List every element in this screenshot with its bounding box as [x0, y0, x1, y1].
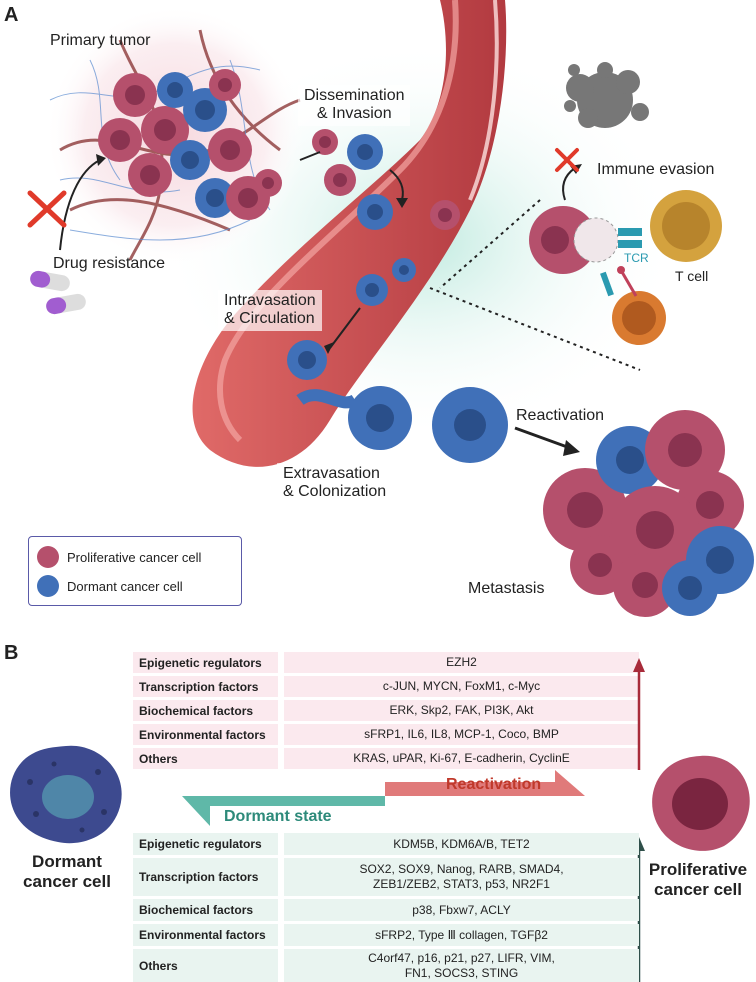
proliferative-cell-label: Proliferative cancer cell	[640, 860, 756, 899]
blood-vessel	[192, 0, 507, 467]
label-extravasation-line1: Extravasation	[283, 465, 380, 482]
row-factors: c-JUN, MYCN, FoxM1, c-Myc	[284, 676, 639, 697]
reactivation-arrow-label: Reactivation	[446, 776, 542, 793]
dormant-row: Environmental factors sFRP2, Type Ⅲ coll…	[133, 924, 639, 946]
legend-proliferative-icon	[37, 546, 59, 568]
label-dissemination-line1: Dissemination	[304, 87, 405, 104]
label-immune-evasion: Immune evasion	[597, 161, 715, 178]
row-factors: sFRP2, Type Ⅲ collagen, TGFβ2	[284, 924, 639, 946]
reactivation-arrow	[385, 770, 585, 796]
label-primary-tumor: Primary tumor	[50, 32, 151, 49]
row-factors-line2: FN1, SOCS3, STING	[404, 965, 519, 980]
disseminating-cells	[287, 129, 460, 380]
legend-proliferative-label: Proliferative cancer cell	[67, 550, 202, 565]
row-factors: EZH2	[284, 652, 639, 673]
label-t-cell: T cell	[675, 268, 709, 284]
row-factors-line2: ZEB1/ZEB2, STAT3, p53, NR2F1	[373, 877, 550, 891]
legend: Proliferative cancer cell Dormant cancer…	[28, 536, 242, 606]
row-category: Transcription factors	[133, 676, 278, 697]
reactivation-row: Environmental factors sFRP1, IL6, IL8, M…	[133, 724, 639, 745]
dormant-cell-label: Dormant cancer cell	[12, 852, 122, 891]
reactivation-row: Transcription factors c-JUN, MYCN, FoxM1…	[133, 676, 639, 697]
label-dissemination: Dissemination & Invasion	[298, 85, 411, 126]
state-arrows	[182, 770, 585, 826]
panel-a-letter: A	[4, 4, 19, 26]
zoom-line-top	[439, 199, 541, 289]
label-intravasation: Intravasation & Circulation	[218, 290, 322, 331]
up-arrow-reactivation	[633, 658, 645, 770]
dormant-arrow	[182, 796, 385, 826]
row-category: Environmental factors	[133, 924, 278, 946]
proliferative-cancer-cell-icon	[652, 755, 750, 851]
label-intravasation-line2: & Circulation	[224, 310, 315, 328]
row-factors: SOX2, SOX9, Nanog, RARB, SMAD4, ZEB1/ZEB…	[284, 858, 639, 896]
row-category: Epigenetic regulators	[133, 833, 278, 855]
reactivation-row: Biochemical factors ERK, Skp2, FAK, PI3K…	[133, 700, 639, 721]
reactivation-row: Epigenetic regulators EZH2	[133, 652, 639, 673]
extravasating-cells	[296, 386, 508, 463]
dormant-table: Epigenetic regulators KDM5B, KDM6A/B, TE…	[133, 833, 639, 982]
proliferative-cell-label-line1: Proliferative	[648, 860, 748, 879]
row-factors: p38, Fbxw7, ACLY	[284, 899, 639, 921]
dormant-cell-label-line2: cancer cell	[23, 871, 111, 891]
label-dissemination-line2: & Invasion	[316, 105, 392, 123]
label-tcr: TCR	[624, 251, 649, 265]
row-factors: KRAS, uPAR, Ki-67, E-cadherin, CyclinE	[284, 748, 639, 769]
reactivation-table: Epigenetic regulators EZH2 Transcription…	[133, 652, 639, 769]
dormant-arrow-label: Dormant state	[224, 808, 332, 825]
immune-evasion-group	[529, 62, 722, 345]
dormant-row: Transcription factors SOX2, SOX9, Nanog,…	[133, 858, 639, 896]
panel-a-illustration	[27, 0, 754, 617]
dormant-row: Epigenetic regulators KDM5B, KDM6A/B, TE…	[133, 833, 639, 855]
dormant-row: Others C4orf47, p16, p21, p27, LIFR, VIM…	[133, 949, 639, 982]
evasion-x-icon	[555, 148, 579, 172]
dormant-cancer-cell-icon	[10, 745, 122, 844]
label-extravasation: Extravasation & Colonization	[277, 463, 393, 504]
dormant-cell-label-line1: Dormant	[32, 852, 102, 871]
label-reactivation-a: Reactivation	[516, 407, 605, 424]
primary-tumor	[45, 5, 305, 265]
label-drug-resistance: Drug resistance	[53, 255, 166, 272]
reactivation-row: Others KRAS, uPAR, Ki-67, E-cadherin, Cy…	[133, 748, 639, 769]
row-category: Transcription factors	[133, 858, 278, 896]
metastasis-cluster	[543, 410, 754, 617]
row-factors: ERK, Skp2, FAK, PI3K, Akt	[284, 700, 639, 721]
dormant-row: Biochemical factors p38, Fbxw7, ACLY	[133, 899, 639, 921]
drug-arrow	[59, 159, 101, 251]
legend-dormant-icon	[37, 575, 59, 597]
row-factors: KDM5B, KDM6A/B, TET2	[284, 833, 639, 855]
pill-icon	[30, 270, 86, 315]
panel-b-letter: B	[4, 642, 19, 664]
row-category: Others	[133, 949, 278, 982]
row-factors-line1: C4orf47, p16, p21, p27, LIFR, VIM,	[368, 950, 555, 965]
row-category: Biochemical factors	[133, 700, 278, 721]
row-category: Others	[133, 748, 278, 769]
row-factors-line1: SOX2, SOX9, Nanog, RARB, SMAD4,	[359, 862, 564, 876]
label-metastasis: Metastasis	[468, 580, 545, 597]
row-category: Epigenetic regulators	[133, 652, 278, 673]
row-factors: sFRP1, IL6, IL8, MCP-1, Coco, BMP	[284, 724, 639, 745]
legend-dormant-label: Dormant cancer cell	[67, 579, 183, 594]
label-intravasation-line1: Intravasation	[224, 292, 316, 309]
row-factors: C4orf47, p16, p21, p27, LIFR, VIM, FN1, …	[284, 949, 639, 982]
drug-block-x-icon	[27, 190, 67, 228]
proliferative-cell-label-line2: cancer cell	[654, 879, 742, 899]
row-category: Environmental factors	[133, 724, 278, 745]
label-extravasation-line2: & Colonization	[283, 483, 387, 501]
zoom-line-bottom	[429, 287, 641, 371]
row-category: Biochemical factors	[133, 899, 278, 921]
